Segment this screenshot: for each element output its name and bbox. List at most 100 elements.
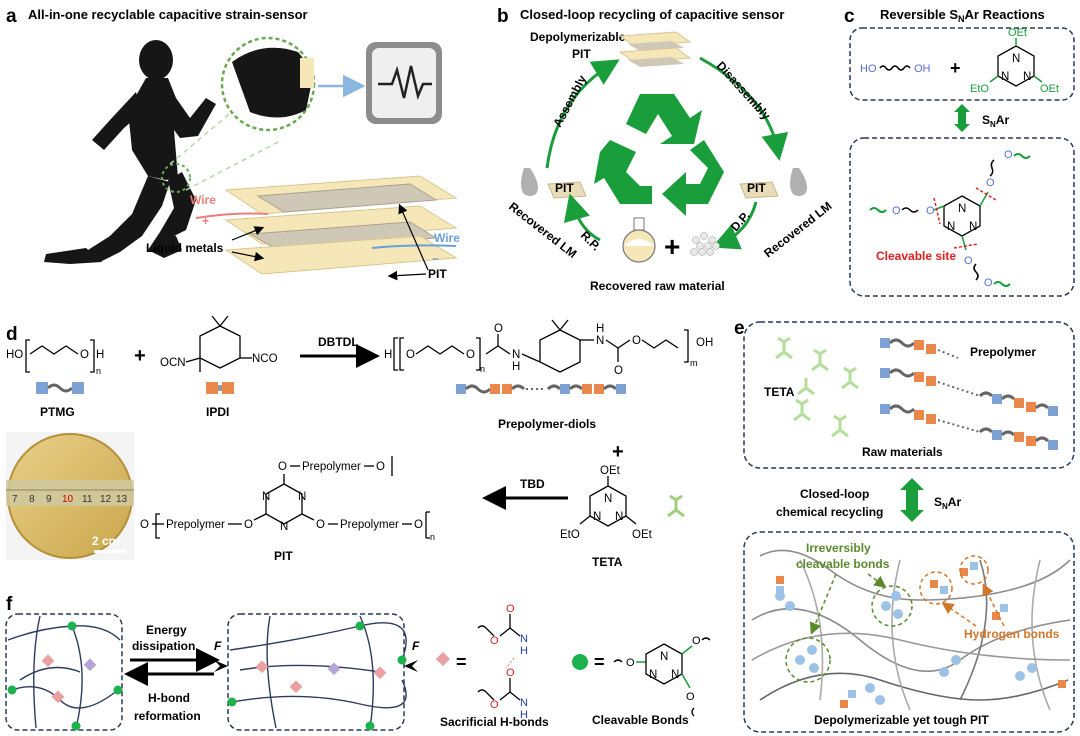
lm-arrow-2	[231, 251, 265, 262]
svg-text:OEt: OEt	[632, 529, 653, 541]
cleavable-arrow-1	[809, 573, 837, 635]
svg-text:H: H	[512, 361, 520, 373]
hbond-line2: reformation	[134, 709, 201, 723]
cleave-mark-left	[933, 197, 941, 225]
svg-text:N: N	[1023, 71, 1031, 83]
recovered-lm-right: Recovered LM	[761, 199, 834, 261]
svg-text:12: 12	[100, 494, 112, 505]
cleavable-arrow-2	[867, 573, 887, 588]
panel-e: e TETA Prepolymer	[734, 318, 1075, 733]
raw-materials-box	[743, 321, 1075, 469]
svg-text:O: O	[614, 365, 623, 377]
svg-text:m: m	[690, 358, 698, 368]
hbond-legend-icon	[435, 651, 451, 667]
svg-text:N: N	[593, 511, 601, 523]
snar-label-c: SNAr	[982, 113, 1009, 129]
ho-label: HO	[860, 63, 877, 75]
svg-text:8: 8	[29, 494, 35, 505]
cleave-mark-top	[975, 187, 997, 201]
pit-arrow-2	[387, 270, 427, 281]
plus-teta: +	[612, 441, 624, 463]
o-bottom: O	[964, 255, 973, 267]
equals-2: =	[594, 652, 605, 672]
dp-arrow	[711, 201, 758, 250]
sacrificial-label: Sacrificial H-bonds	[440, 715, 549, 729]
pit-right-label: PIT	[747, 181, 766, 195]
svg-text:O: O	[506, 603, 515, 615]
relaxed-hbonds	[41, 654, 97, 704]
force-label-left: F	[214, 639, 222, 653]
svg-text:N: N	[604, 493, 612, 505]
svg-text:O: O	[316, 519, 325, 531]
prepolymer-diol-structure: H O O n O N H N H O O m	[384, 319, 713, 377]
svg-text:Prepolymer: Prepolymer	[166, 519, 225, 531]
product-box	[849, 137, 1075, 297]
lm-drop-left	[521, 168, 538, 196]
hbond-circle-2	[959, 555, 989, 585]
svg-text:N: N	[649, 669, 657, 681]
svg-text:n: n	[480, 364, 485, 374]
pit-arrow-1	[398, 203, 429, 271]
zoom-line-1	[169, 109, 235, 165]
force-arrow-right	[404, 660, 418, 672]
runner-silhouette	[44, 40, 216, 264]
hbond-line1: H-bond	[148, 691, 190, 705]
o-top: O	[986, 177, 995, 189]
powder-icon	[690, 232, 720, 256]
scale-bar	[94, 550, 126, 553]
teta-label-d: TETA	[592, 555, 623, 569]
plus-ptmg-ipdi: +	[134, 345, 146, 367]
svg-text:O: O	[244, 519, 253, 531]
signal-monitor	[366, 42, 442, 124]
svg-text:Prepolymer: Prepolymer	[302, 461, 361, 473]
svg-text:N: N	[969, 221, 977, 233]
svg-text:9: 9	[46, 494, 52, 505]
energy-line1: Energy	[146, 623, 187, 637]
ipdi-label: IPDI	[206, 405, 229, 419]
stretched-hbonds	[255, 660, 387, 694]
ptmg-icon	[36, 382, 84, 394]
green-end-top	[1013, 153, 1031, 159]
dp-label: D.P.	[728, 208, 753, 234]
recovered-lm-left: Recovered LM	[506, 199, 579, 261]
svg-text:O: O	[278, 461, 287, 473]
svg-text:EtO: EtO	[560, 529, 580, 541]
depolymerizable-line2: PIT	[572, 47, 591, 61]
svg-text:OEt: OEt	[600, 465, 621, 477]
wire-red	[195, 212, 269, 219]
svg-text:13: 13	[116, 494, 128, 505]
lm-drop-right	[790, 168, 807, 196]
svg-text:N: N	[660, 651, 668, 663]
o-left: O	[926, 205, 935, 217]
panel-e-letter: e	[734, 318, 745, 339]
panel-a-letter: a	[6, 6, 17, 27]
rp-arrow	[563, 193, 601, 242]
svg-text:O: O	[466, 349, 475, 361]
panel-d-letter: d	[6, 324, 18, 345]
monomer-box	[849, 27, 1075, 101]
plus-raw: +	[664, 231, 680, 262]
teta-structure: N N N OEt EtO OEt	[560, 465, 653, 541]
svg-text:O: O	[490, 635, 499, 647]
svg-text:N: N	[1001, 71, 1009, 83]
wire-label-right: Wire	[434, 231, 460, 245]
svg-text:N: N	[298, 491, 306, 503]
tbd-label: TBD	[520, 477, 545, 491]
network-box	[743, 531, 1075, 733]
hbond-arrow-2	[982, 583, 1005, 627]
irreversibly-line2: cleavable bonds	[796, 557, 890, 571]
prepolymer-chains-e	[880, 338, 1058, 450]
prepolymer-diols-label: Prepolymer-diols	[498, 417, 596, 431]
svg-text:H: H	[96, 349, 104, 361]
svg-text:H: H	[596, 323, 604, 335]
panel-f-letter: f	[6, 594, 13, 615]
force-label-right: F	[412, 639, 420, 653]
liquid-metals-label: Liquid metals	[146, 241, 224, 255]
cleavable-site-label: Cleavable site	[876, 249, 956, 263]
prepolymer-label-e: Prepolymer	[970, 345, 1036, 359]
svg-text:O: O	[80, 349, 89, 361]
svg-text:n: n	[430, 532, 435, 542]
svg-text:N: N	[671, 669, 679, 681]
reversible-arrow-c	[954, 104, 970, 132]
minus-sign: –	[432, 251, 439, 265]
